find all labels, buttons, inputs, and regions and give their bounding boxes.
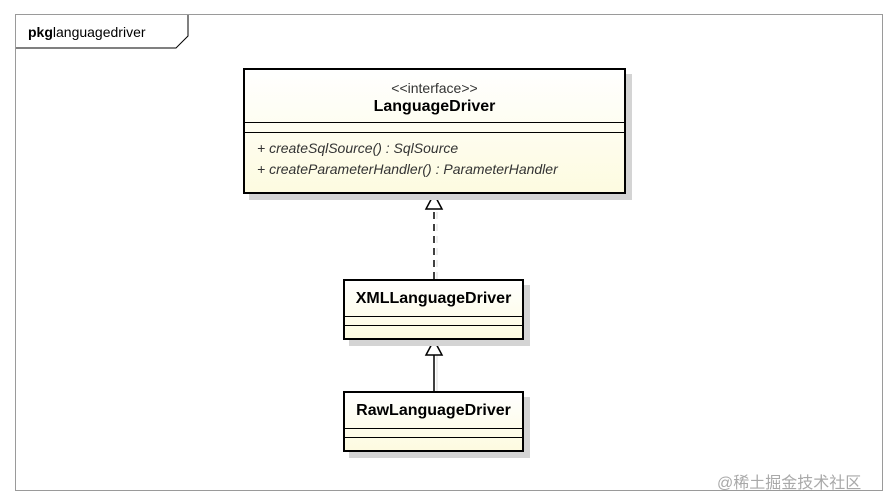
class-name: XMLLanguageDriver	[355, 290, 512, 307]
class-language-driver[interactable]: <<interface>> LanguageDriver + createSql…	[243, 68, 626, 194]
operations-compartment: + createSqlSource() : SqlSource + create…	[245, 133, 624, 180]
attributes-separator	[345, 316, 522, 317]
class-xml-language-driver[interactable]: XMLLanguageDriver	[343, 279, 524, 340]
operation-item: + createSqlSource() : SqlSource	[257, 140, 459, 156]
operations-separator	[245, 132, 624, 133]
package-keyword: pkg	[28, 24, 53, 40]
operation-item: + createParameterHandler() : ParameterHa…	[257, 161, 558, 177]
class-name: RawLanguageDriver	[356, 402, 511, 419]
watermark: @稀土掘金技术社区	[717, 475, 862, 492]
realization-arrowhead	[424, 192, 444, 210]
class-header: XMLLanguageDriver	[345, 281, 522, 316]
class-name: LanguageDriver	[373, 98, 496, 115]
package-label: pkglanguagedriver	[28, 24, 146, 40]
class-header: RawLanguageDriver	[345, 393, 522, 428]
attributes-separator	[345, 428, 522, 429]
package-tab	[16, 15, 189, 49]
operations-separator	[345, 437, 522, 438]
class-header: <<interface>> LanguageDriver	[245, 70, 624, 122]
attributes-separator	[245, 122, 624, 123]
package-name: languagedriver	[52, 24, 146, 40]
stereotype-label: <<interface>>	[391, 80, 478, 96]
operations-separator	[345, 325, 522, 326]
class-raw-language-driver[interactable]: RawLanguageDriver	[343, 391, 524, 452]
generalization-arrowhead	[424, 338, 444, 356]
